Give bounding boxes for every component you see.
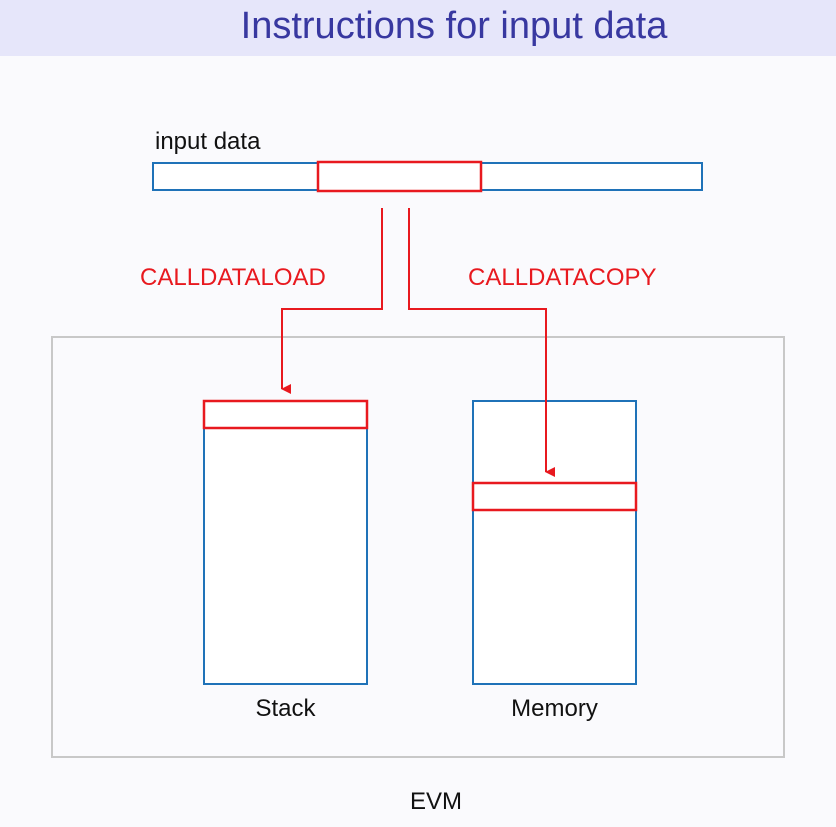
- calldatacopy-label: CALLDATACOPY: [468, 264, 657, 291]
- evm-container: [51, 336, 785, 758]
- stack-label: Stack: [255, 695, 316, 722]
- stack-box: [203, 400, 368, 685]
- title-bar: [0, 0, 836, 56]
- memory-label: Memory: [511, 695, 598, 722]
- calldataload-arrow: [281, 208, 383, 394]
- calldatacopy-arrow: [408, 208, 555, 477]
- calldataload-label: CALLDATALOAD: [140, 264, 326, 291]
- memory-box: [472, 400, 637, 685]
- page-title: Instructions for input data: [240, 5, 668, 47]
- input-data-label: input data: [155, 128, 261, 155]
- input-data-selection: [316, 160, 483, 193]
- stack-top-slot: [202, 399, 369, 430]
- evm-label: EVM: [409, 788, 462, 815]
- memory-slot: [471, 481, 638, 512]
